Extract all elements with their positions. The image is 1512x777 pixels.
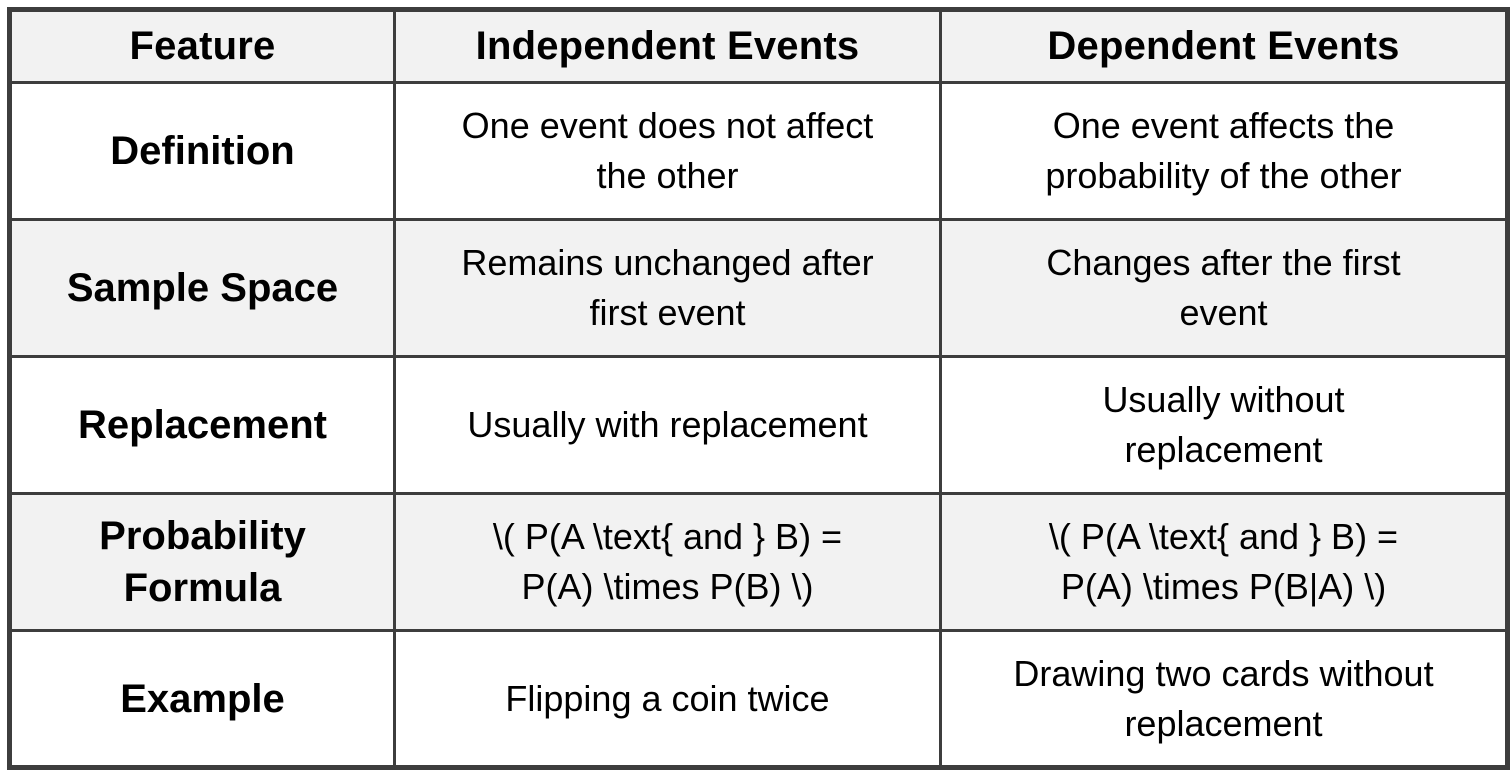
feature-label: Replacement <box>8 355 396 495</box>
independent-value: Flipping a coin twice <box>393 629 942 769</box>
feature-label: Sample Space <box>8 218 396 358</box>
dependent-value: \( P(A \text{ and } B) = P(A) \times P(B… <box>939 492 1509 632</box>
table-row-probability-formula: Probability Formula \( P(A \text{ and } … <box>8 492 1509 632</box>
feature-label: Example <box>8 629 396 769</box>
dependent-value: Drawing two cards without replacement <box>939 629 1509 769</box>
dependent-value: One event affects the probability of the… <box>939 81 1509 221</box>
header-cell-dependent-events: Dependent Events <box>939 8 1509 84</box>
header-cell-independent-events: Independent Events <box>393 8 942 84</box>
comparison-table: Feature Independent Events Dependent Eve… <box>7 7 1510 770</box>
table-row-replacement: Replacement Usually with replacement Usu… <box>8 355 1509 495</box>
feature-label: Definition <box>8 81 396 221</box>
table-header: Feature Independent Events Dependent Eve… <box>8 8 1509 84</box>
header-row: Feature Independent Events Dependent Eve… <box>8 8 1509 84</box>
independent-value: Remains unchanged after first event <box>393 218 942 358</box>
table-row-example: Example Flipping a coin twice Drawing tw… <box>8 629 1509 769</box>
table-row-definition: Definition One event does not affect the… <box>8 81 1509 221</box>
header-cell-feature: Feature <box>8 8 396 84</box>
table-row-sample-space: Sample Space Remains unchanged after fir… <box>8 218 1509 358</box>
independent-value: Usually with replacement <box>393 355 942 495</box>
dependent-value: Usually without replacement <box>939 355 1509 495</box>
dependent-value: Changes after the first event <box>939 218 1509 358</box>
independent-value: \( P(A \text{ and } B) = P(A) \times P(B… <box>393 492 942 632</box>
feature-label: Probability Formula <box>8 492 396 632</box>
independent-value: One event does not affect the other <box>393 81 942 221</box>
table-body: Definition One event does not affect the… <box>8 81 1509 769</box>
